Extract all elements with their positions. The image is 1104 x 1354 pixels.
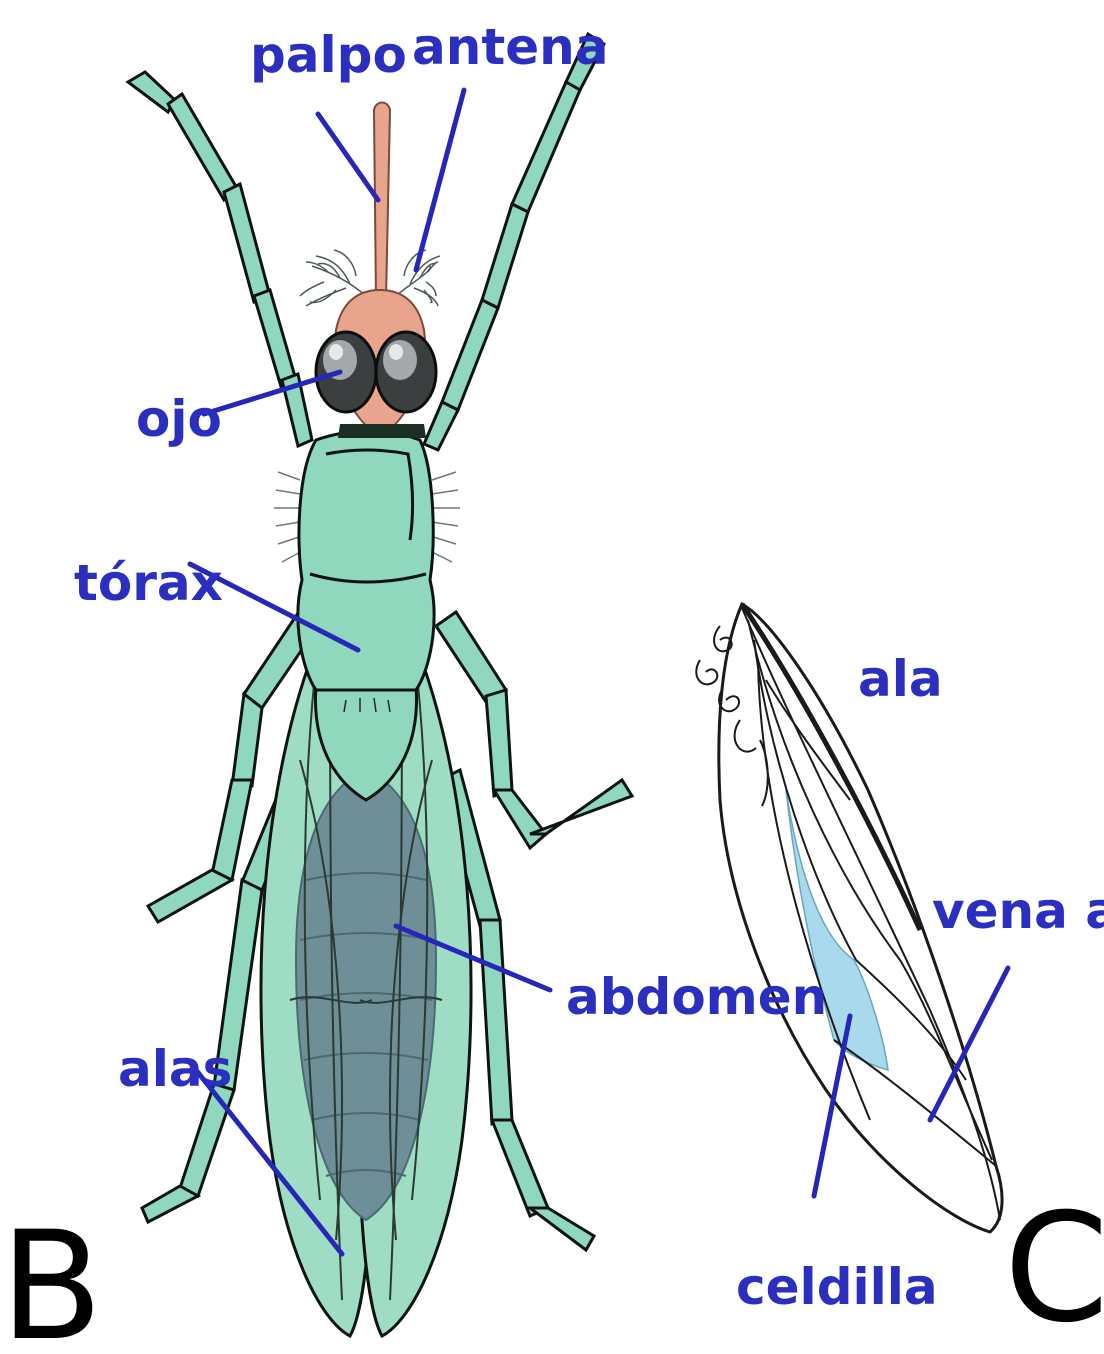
compound-eye-right	[376, 332, 436, 412]
label-vena-alar: vena alar	[932, 882, 1104, 940]
leader-palpo	[318, 114, 378, 200]
label-ala: ala	[858, 650, 943, 708]
label-palpo: palpo	[250, 26, 407, 84]
fore-leg-right	[424, 34, 604, 450]
label-alas: alas	[118, 1040, 232, 1098]
compound-eye-left	[316, 332, 376, 412]
panel-letter-b: B	[0, 1200, 103, 1354]
head-neck	[338, 424, 426, 438]
fly-illustration	[128, 34, 632, 1336]
thorax-shape	[298, 431, 434, 690]
label-celdilla: celdilla	[736, 1258, 938, 1316]
label-torax: tórax	[74, 554, 223, 612]
leader-antena	[416, 90, 464, 270]
label-ojo: ojo	[136, 390, 222, 448]
label-abdomen: abdomen	[566, 968, 827, 1026]
label-antena: antena	[412, 18, 608, 76]
panel-letter-c: C	[1004, 1182, 1104, 1354]
